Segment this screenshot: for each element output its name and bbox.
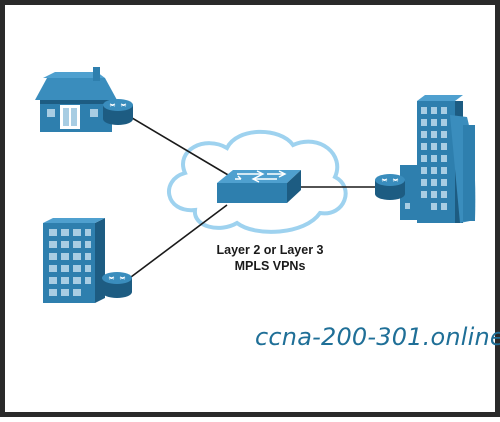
- switch-icon: [217, 170, 301, 203]
- cloud-label-line1: Layer 2 or Layer 3: [216, 243, 324, 257]
- network-diagram: [35, 67, 476, 303]
- cloud-label-line2: MPLS VPNs: [234, 259, 306, 273]
- cloud-label: Layer 2 or Layer 3 MPLS VPNs: [200, 242, 340, 274]
- router-icon-hq: [375, 174, 405, 200]
- skyscraper-icon: [400, 95, 476, 223]
- network-links: [126, 114, 380, 281]
- office-building-icon: [43, 218, 105, 303]
- house-icon: [35, 67, 117, 132]
- link-house-to-switch: [126, 114, 246, 186]
- router-icon-house: [103, 99, 133, 125]
- link-office-to-switch: [126, 204, 228, 281]
- router-icon-office: [102, 272, 132, 298]
- watermark-text: ccna-200-301.online: [255, 323, 500, 351]
